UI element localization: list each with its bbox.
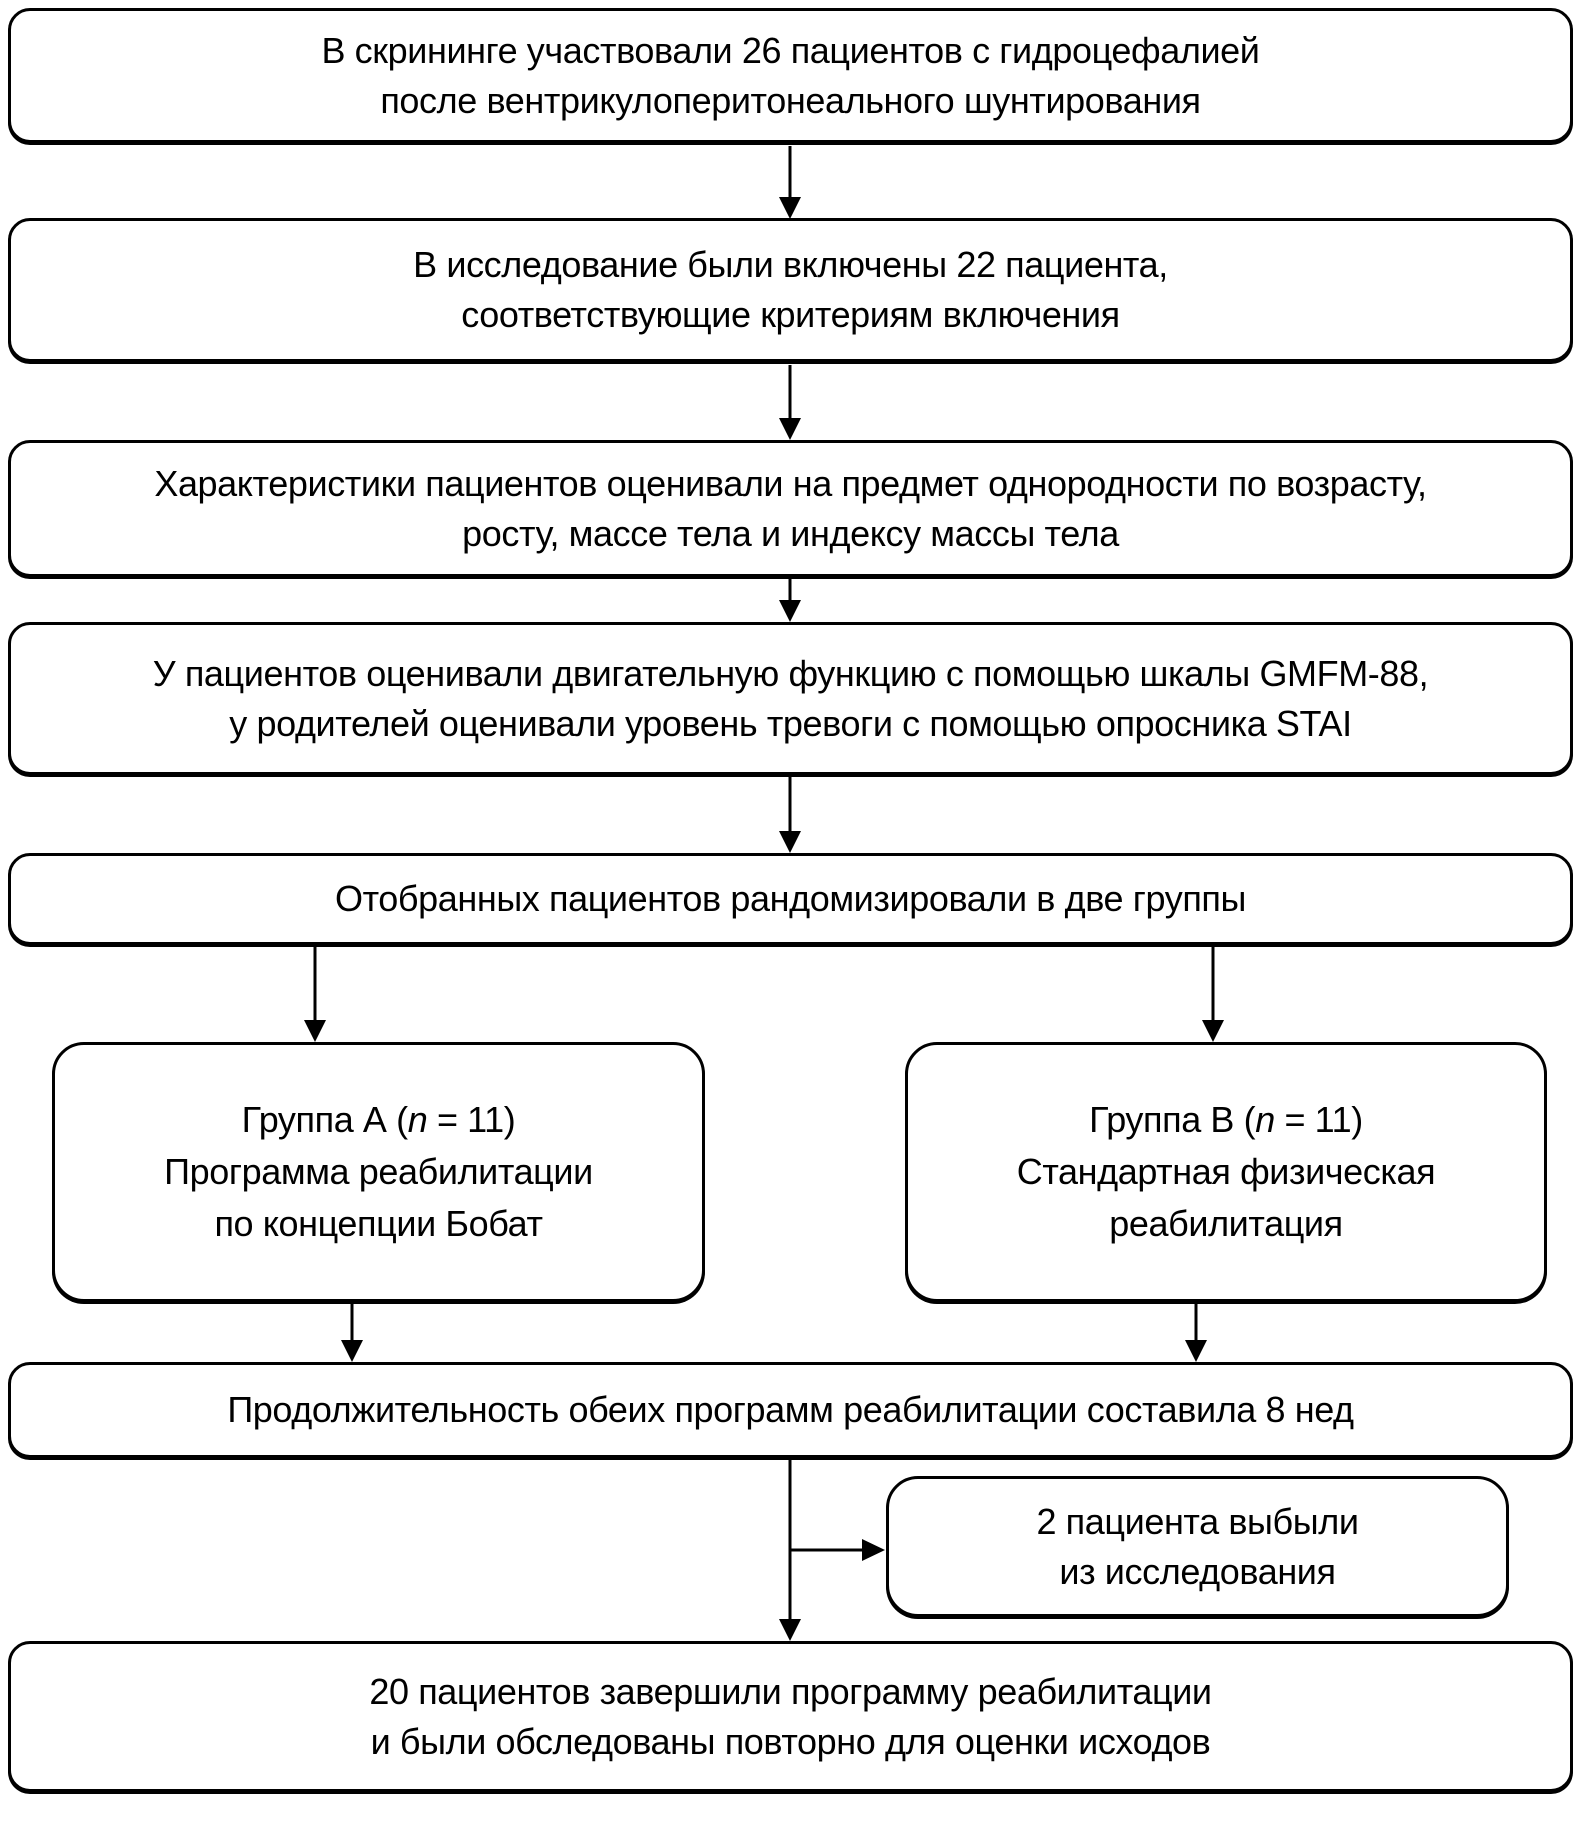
box-randomization: Отобранных пациентов рандомизировали в д… xyxy=(8,853,1573,945)
box-duration: Продолжительность обеих программ реабили… xyxy=(8,1362,1573,1458)
box-group-a-title: Группа А (n = 11) xyxy=(242,1094,516,1146)
arrow-group-b-to-duration-head xyxy=(1185,1340,1207,1362)
box-assessment-line-2: у родителей оценивали уровень тревоги с … xyxy=(229,702,1352,744)
box-group-a-title-suffix: = 11) xyxy=(427,1099,516,1140)
arrow-group-a-to-duration-head xyxy=(341,1340,363,1362)
box-group-b: Группа В (n = 11) Стандартная физическая… xyxy=(905,1042,1547,1302)
box-group-a-line-2: Программа реабилитации xyxy=(164,1151,593,1192)
box-included-line-2: соответствующие критериям включения xyxy=(461,294,1120,335)
box-screening-line-2: после вентрикулоперитонеального шунтиров… xyxy=(380,79,1201,121)
arrow-randomization-to-group-b-head xyxy=(1202,1020,1224,1042)
box-assessment: У пациентов оценивали двигательную функц… xyxy=(8,622,1573,775)
box-group-b-line-2: Стандартная физическая xyxy=(1016,1151,1436,1192)
box-group-a-title-prefix: Группа А ( xyxy=(241,1099,409,1140)
box-screening-line-1: В скрининге участвовали 26 пациентов с г… xyxy=(321,29,1260,71)
box-group-b-n-italic: n xyxy=(1255,1099,1275,1140)
arrow-trunk-to-dropout-head xyxy=(862,1539,885,1561)
box-group-a: Группа А (n = 11) Программа реабилитации… xyxy=(52,1042,705,1302)
box-group-a-line-3: по концепции Бобат xyxy=(214,1203,543,1244)
box-group-b-title: Группа В (n = 11) xyxy=(1089,1094,1363,1146)
box-included-line-1: В исследование были включены 22 пациента… xyxy=(413,244,1168,285)
box-characteristics-line-1: Характеристики пациентов оценивали на пр… xyxy=(154,462,1427,504)
box-completed: 20 пациентов завершили программу реабили… xyxy=(8,1641,1573,1792)
box-dropout-line-1: 2 пациента выбыли xyxy=(1036,1500,1359,1542)
arrow-screening-to-included-head xyxy=(779,197,801,219)
box-group-b-line-3: реабилитация xyxy=(1109,1203,1343,1244)
box-group-b-title-prefix: Группа В ( xyxy=(1089,1099,1256,1140)
box-screening: В скрининге участвовали 26 пациентов с г… xyxy=(8,8,1573,143)
arrow-characteristics-to-assessment-head xyxy=(779,600,801,622)
box-dropout: 2 пациента выбыли из исследования xyxy=(886,1476,1509,1617)
arrow-assessment-to-randomization-head xyxy=(779,831,801,853)
arrow-randomization-to-group-a-head xyxy=(304,1020,326,1042)
box-randomization-line-1: Отобранных пациентов рандомизировали в д… xyxy=(334,878,1246,919)
box-characteristics: Характеристики пациентов оценивали на пр… xyxy=(8,440,1573,577)
box-completed-line-2: и были обследованы повторно для оценки и… xyxy=(370,1720,1211,1762)
box-dropout-line-2: из исследования xyxy=(1059,1550,1336,1592)
box-group-b-title-suffix: = 11) xyxy=(1274,1099,1363,1140)
box-included: В исследование были включены 22 пациента… xyxy=(8,218,1573,362)
box-group-a-n-italic: n xyxy=(407,1099,428,1140)
arrow-included-to-characteristics-head xyxy=(779,418,801,440)
box-characteristics-line-2: росту, массе тела и индексу массы тела xyxy=(462,512,1119,554)
arrow-duration-to-completed-head xyxy=(779,1619,801,1641)
box-assessment-line-1: У пациентов оценивали двигательную функц… xyxy=(152,652,1429,694)
box-completed-line-1: 20 пациентов завершили программу реабили… xyxy=(369,1670,1212,1712)
box-duration-line-1: Продолжительность обеих программ реабили… xyxy=(227,1389,1354,1430)
